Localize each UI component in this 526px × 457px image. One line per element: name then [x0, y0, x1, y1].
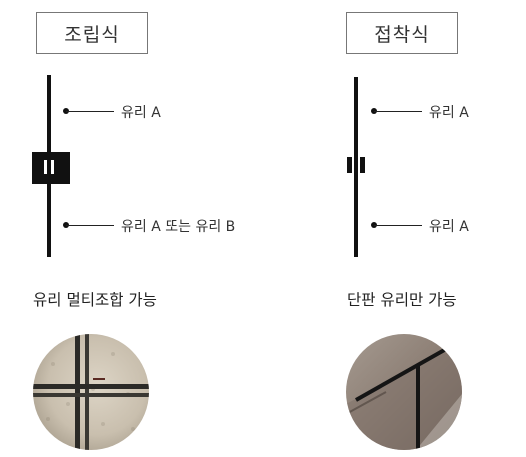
bonded-frame-clip-right [360, 157, 365, 173]
bonded-frame-rod [354, 77, 358, 257]
assembled-bottom-label: 유리 A 또는 유리 B [121, 219, 236, 235]
assembled-bottom-leader [66, 225, 114, 226]
assembled-top-label: 유리 A [121, 105, 161, 121]
bonded-top-leader [374, 111, 422, 112]
bonded-glass-photo [346, 334, 462, 450]
assembled-frame-rod-inner [47, 155, 51, 181]
bonded-bottom-leader [374, 225, 422, 226]
bonded-type-title: 접착식 [346, 12, 458, 54]
bonded-glass-photo-image [346, 334, 462, 450]
assembled-top-leader [66, 111, 114, 112]
bonded-frame-clip-left [347, 157, 352, 173]
assembled-caption: 유리 멀티조합 가능 [33, 291, 157, 309]
bonded-type-title-text: 접착식 [374, 23, 430, 46]
assembled-type-title: 조립식 [36, 12, 148, 54]
bonded-bottom-label: 유리 A [429, 219, 469, 235]
assembled-glass-photo [33, 334, 149, 450]
assembled-type-title-text: 조립식 [64, 23, 120, 46]
assembled-glass-photo-image [33, 334, 149, 450]
bonded-top-label: 유리 A [429, 105, 469, 121]
bonded-caption: 단판 유리만 가능 [347, 291, 457, 309]
